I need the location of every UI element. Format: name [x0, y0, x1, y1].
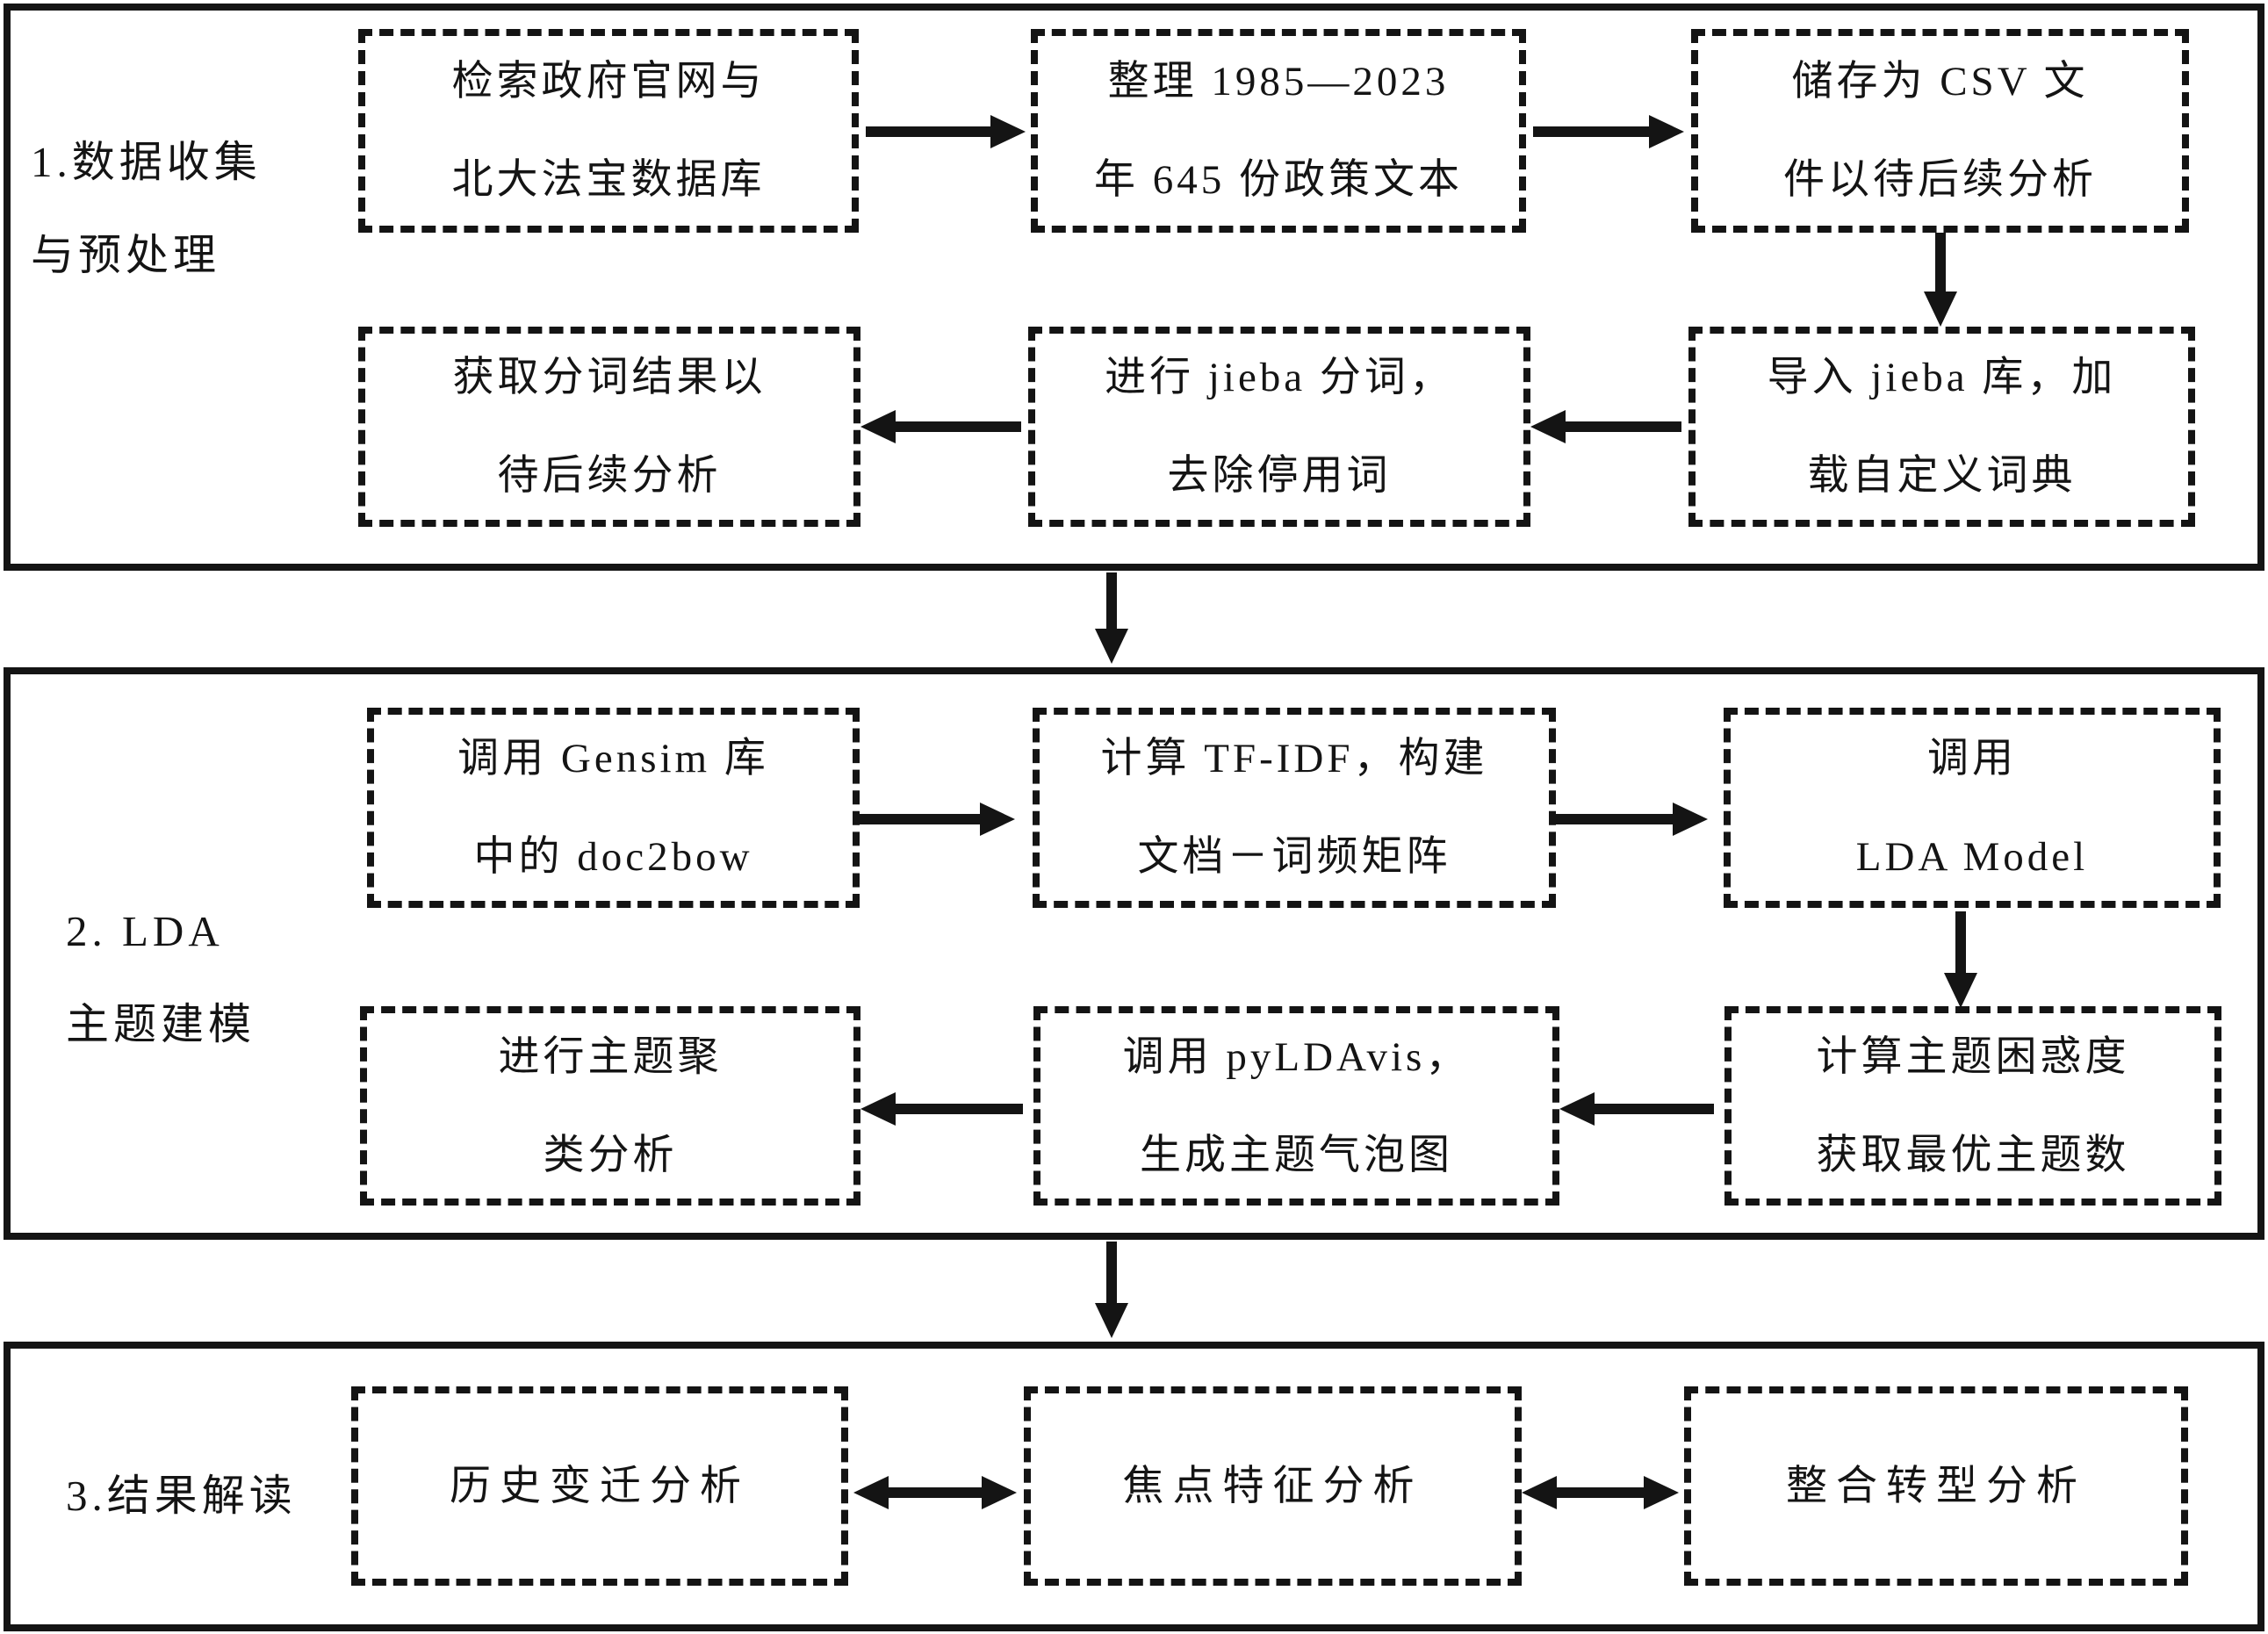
flow-step-box-lda-model: 调用 LDA Model [1724, 708, 2221, 908]
arrow-double-horizontal-icon [853, 1476, 1017, 1509]
arrow-right-icon [1556, 803, 1708, 836]
flow-step-box-save-csv: 储存为 CSV 文 件以待后续分析 [1691, 29, 2189, 233]
arrow-left-icon [860, 1092, 1023, 1126]
stage1-panel: 1.数据收集 与预处理 检索政府官网与 北大法宝数据库 整理 1985—2023… [4, 4, 2264, 571]
flow-step-box-tfidf-matrix: 计算 TF-IDF，构建 文档－词频矩阵 [1033, 708, 1556, 908]
flow-step-box-jieba-segment: 进行 jieba 分词， 去除停用词 [1028, 327, 1530, 527]
flow-step-box-search-sources: 检索政府官网与 北大法宝数据库 [358, 29, 859, 233]
stage3-label: 3.结果解读 [66, 1472, 297, 1520]
arrow-down-icon [1924, 233, 1957, 327]
flow-step-box-topic-clustering: 进行主题聚 类分析 [360, 1006, 860, 1206]
arrow-down-icon [1095, 1242, 1128, 1338]
flow-step-box-import-jieba: 导入 jieba 库，加 载自定义词典 [1688, 327, 2195, 527]
arrow-left-icon [860, 410, 1021, 443]
arrow-right-icon [858, 803, 1015, 836]
arrow-double-horizontal-icon [1522, 1476, 1679, 1509]
arrow-left-icon [1559, 1092, 1714, 1126]
flow-step-box-segmentation-result: 获取分词结果以 待后续分析 [358, 327, 860, 527]
arrow-right-icon [866, 115, 1026, 148]
stage1-label: 1.数据收集 与预处理 [31, 138, 262, 279]
stage2-label: 2. LDA 主题建模 [66, 907, 256, 1048]
arrow-down-icon [1095, 572, 1128, 664]
stage3-panel: 3.结果解读 历史变迁分析 焦点特征分析 整合转型分析 [4, 1342, 2264, 1631]
flow-step-box-integration-transform: 整合转型分析 [1684, 1386, 2188, 1586]
flow-step-box-focus-features: 焦点特征分析 [1024, 1386, 1522, 1586]
arrow-down-icon [1944, 911, 1977, 1008]
flow-step-box-perplexity: 计算主题困惑度 获取最优主题数 [1724, 1006, 2221, 1206]
flow-step-box-pyldavis: 调用 pyLDAvis， 生成主题气泡图 [1033, 1006, 1559, 1206]
arrow-right-icon [1533, 115, 1684, 148]
flow-step-box-collect-policies: 整理 1985—2023 年 645 份政策文本 [1031, 29, 1526, 233]
arrow-left-icon [1530, 410, 1681, 443]
flow-step-box-doc2bow: 调用 Gensim 库 中的 doc2bow [367, 708, 860, 908]
stage2-panel: 2. LDA 主题建模 调用 Gensim 库 中的 doc2bow 计算 TF… [4, 667, 2264, 1240]
flow-step-box-historical-change: 历史变迁分析 [351, 1386, 848, 1586]
